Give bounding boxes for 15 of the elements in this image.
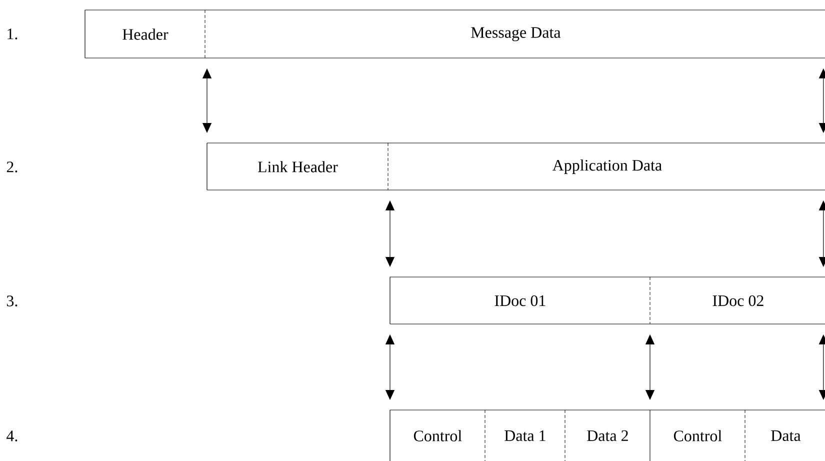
segment-box: Application Data	[388, 142, 825, 190]
segment-box: Control	[650, 410, 746, 461]
segment-box: IDoc 02	[650, 276, 825, 324]
segment-box: Link Header	[206, 142, 388, 190]
row-number: 2.	[6, 162, 18, 172]
row-number: 4.	[6, 430, 18, 442]
row-number: 1.	[8, 28, 18, 40]
segment-box: Message Data	[204, 10, 825, 58]
segment-box: IDoc 01	[390, 276, 650, 324]
segment-box: Data 1	[484, 410, 566, 461]
segment-box: Header	[84, 10, 206, 58]
segment-box: Data 2	[564, 410, 650, 461]
row-number: 3.	[6, 296, 18, 306]
segment-box: Data	[744, 410, 825, 461]
segment-box: Control	[390, 410, 486, 461]
